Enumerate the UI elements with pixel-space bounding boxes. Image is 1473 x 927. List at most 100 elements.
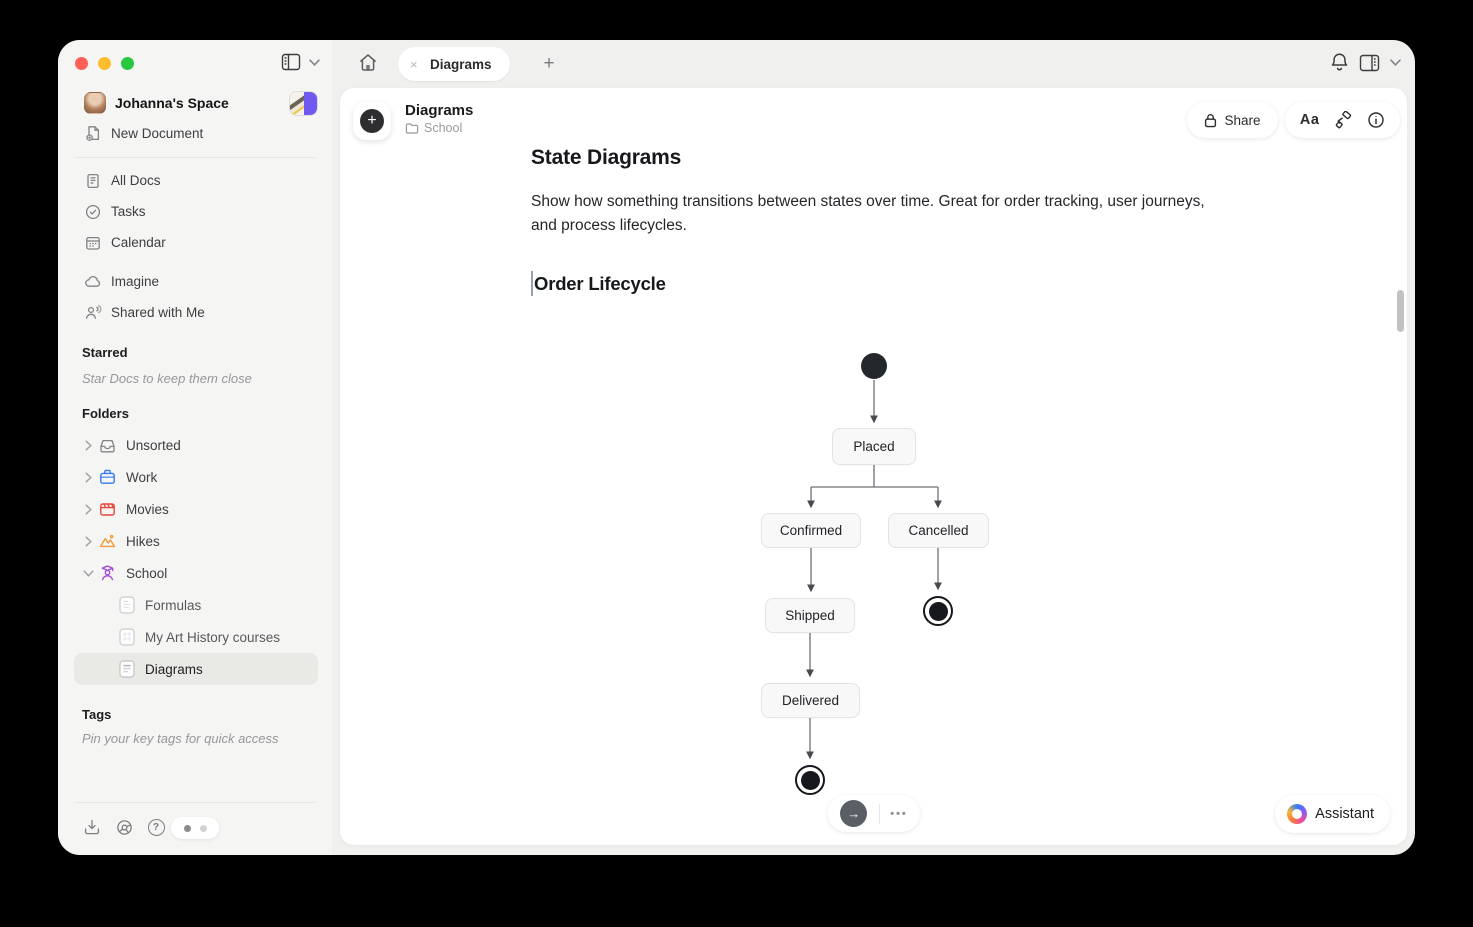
sidebar-item-imagine[interactable]: Imagine — [58, 266, 332, 297]
text-style-button[interactable]: Aa — [1299, 112, 1320, 128]
import-icon[interactable] — [82, 817, 102, 837]
sidebar: Johanna's Space New Document — [58, 40, 332, 855]
calendar-icon — [84, 234, 102, 252]
sidebar-item-tasks[interactable]: Tasks — [58, 196, 332, 227]
doc-paragraph[interactable]: Show how something transitions between s… — [531, 193, 1205, 235]
share-button[interactable]: Share — [1187, 102, 1278, 138]
state-node-placed[interactable]: Placed — [832, 428, 916, 465]
state-label: Confirmed — [779, 523, 843, 538]
folder-item-unsorted[interactable]: Unsorted — [58, 429, 332, 461]
chevron-right-icon[interactable] — [82, 535, 94, 547]
tab-bar: × Diagrams + — [332, 40, 1415, 88]
tasks-icon — [84, 203, 102, 221]
folder-icon — [405, 123, 419, 134]
sidebar-item-label: Imagine — [111, 274, 160, 289]
final-state-node-delivered[interactable] — [795, 765, 825, 795]
starred-section-hint: Star Docs to keep them close — [82, 371, 252, 386]
settings-gear-icon[interactable] — [114, 817, 134, 837]
tab-close-icon[interactable]: × — [410, 56, 418, 72]
assistant-ring-icon — [1287, 804, 1308, 824]
notifications-bell-icon[interactable] — [1330, 52, 1349, 73]
tab-diagrams[interactable]: × Diagrams — [398, 47, 510, 81]
sidebar-spacer — [58, 421, 332, 429]
sidebar-item-label: Calendar — [111, 235, 166, 250]
doc-heading-1[interactable]: State Diagrams — [531, 146, 682, 169]
doc-item-art-history[interactable]: My Art History courses — [58, 621, 332, 653]
insert-block-button[interactable]: + — [353, 102, 391, 140]
sidebar-item-label: All Docs — [111, 173, 161, 188]
document-body[interactable]: State Diagrams Show how something transi… — [531, 140, 1221, 297]
toggle-left-sidebar-icon[interactable] — [281, 53, 301, 71]
state-node-delivered[interactable]: Delivered — [761, 683, 860, 718]
layout-chevron-down-icon[interactable] — [1390, 59, 1401, 66]
document-title[interactable]: Diagrams — [405, 102, 474, 119]
doc-heading-2[interactable]: Order Lifecycle — [534, 272, 666, 294]
vertical-scrollbar-thumb[interactable] — [1397, 290, 1404, 332]
chevron-right-icon[interactable] — [82, 503, 94, 515]
new-document-icon — [84, 125, 102, 143]
chevron-right-icon[interactable] — [82, 471, 94, 483]
document-page-icon — [118, 628, 135, 647]
folder-item-work[interactable]: Work — [58, 461, 332, 493]
chevron-down-icon[interactable] — [82, 569, 94, 577]
doc-item-formulas[interactable]: Formulas — [58, 589, 332, 621]
state-node-cancelled[interactable]: Cancelled — [888, 513, 989, 548]
window-controls — [75, 57, 134, 70]
space-thumbnails[interactable] — [289, 90, 318, 116]
state-diagram: Placed Confirmed Cancelled Shipped Deliv… — [340, 88, 1407, 845]
folder-label: Work — [126, 469, 158, 485]
sidebar-item-all-docs[interactable]: All Docs — [58, 165, 332, 196]
workspace-switcher[interactable]: Johanna's Space — [58, 88, 332, 118]
toggle-right-sidebar-icon[interactable] — [1359, 54, 1380, 72]
folder-label: Hikes — [126, 533, 160, 549]
new-document-button[interactable]: New Document — [58, 118, 332, 149]
folder-item-school[interactable]: School — [58, 557, 332, 589]
initial-state-node[interactable] — [861, 353, 887, 379]
new-tab-button[interactable]: + — [543, 53, 555, 74]
folder-item-hikes[interactable]: Hikes — [58, 525, 332, 557]
new-document-label: New Document — [111, 126, 204, 141]
doc-label: Formulas — [145, 597, 202, 613]
home-icon[interactable] — [358, 53, 380, 75]
assistant-button[interactable]: Assistant — [1275, 795, 1390, 833]
state-node-shipped[interactable]: Shipped — [765, 598, 855, 633]
state-label: Placed — [853, 439, 895, 454]
sidebar-spacer — [58, 258, 332, 266]
final-state-node-cancelled[interactable] — [923, 596, 953, 626]
document-page-icon — [118, 660, 135, 679]
breadcrumb[interactable]: School — [405, 121, 462, 135]
breadcrumb-folder-label: School — [424, 121, 463, 135]
plus-icon: + — [360, 109, 384, 133]
info-icon[interactable] — [1367, 111, 1385, 129]
doc-item-diagrams-selected[interactable]: Diagrams — [74, 653, 318, 685]
arrow-right-button[interactable]: → — [840, 800, 868, 827]
sidebar-titlebar — [58, 40, 332, 86]
lock-icon — [1205, 113, 1217, 127]
sidebar-item-calendar[interactable]: Calendar — [58, 227, 332, 258]
cloud-icon — [84, 273, 102, 291]
sidebar-item-shared-with-me[interactable]: Shared with Me — [58, 297, 332, 328]
share-label: Share — [1224, 112, 1261, 128]
tab-label: Diagrams — [430, 56, 492, 72]
doc-label: Diagrams — [145, 661, 203, 677]
more-options-icon[interactable]: ••• — [890, 807, 908, 820]
help-icon[interactable]: ? — [146, 817, 166, 837]
shared-person-icon — [84, 304, 102, 322]
space-thumbnail-image — [290, 91, 304, 115]
zoom-window-button[interactable] — [121, 57, 134, 70]
main-area: × Diagrams + — [332, 40, 1415, 855]
starred-section-title: Starred — [82, 345, 128, 360]
workspace-name: Johanna's Space — [115, 95, 229, 111]
state-node-confirmed[interactable]: Confirmed — [761, 513, 861, 548]
chevron-right-icon[interactable] — [82, 439, 94, 451]
sidebar-page-dots[interactable] — [171, 817, 219, 839]
sidebar-divider — [75, 802, 315, 803]
sidebar-chevron-down-icon[interactable] — [309, 58, 320, 66]
close-window-button[interactable] — [75, 57, 88, 70]
paint-roller-icon[interactable] — [1334, 111, 1352, 129]
page-dot-active[interactable] — [183, 824, 191, 832]
minimize-window-button[interactable] — [98, 57, 111, 70]
folder-item-movies[interactable]: Movies — [58, 493, 332, 525]
page-dot-inactive[interactable] — [199, 824, 207, 832]
